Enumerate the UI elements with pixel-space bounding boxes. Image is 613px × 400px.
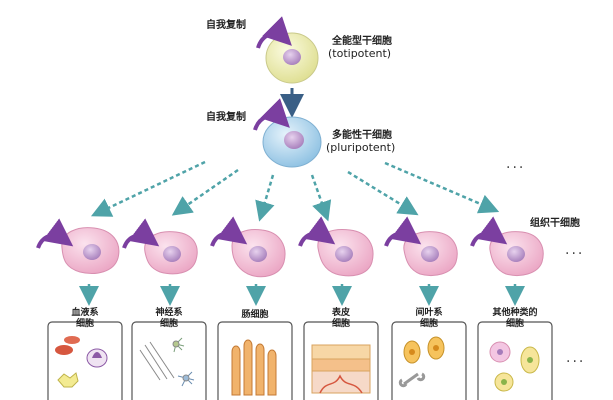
differentiation-arrows xyxy=(90,160,500,222)
pluripotent-label: 多能性干细胞 xyxy=(332,130,392,141)
pluripotent-en-label: (pluripotent) xyxy=(326,141,396,154)
branch-label-blood: 血液系 细胞 xyxy=(71,308,99,329)
other-cells-illustration xyxy=(489,341,540,392)
more-dots-top: ··· xyxy=(506,160,526,176)
tissue-cell-other xyxy=(470,216,544,276)
totipotent-label: 全能型干细胞 xyxy=(332,36,392,47)
self-renew-label-1: 自我复制 xyxy=(206,20,246,31)
down-small-arrows xyxy=(79,284,525,306)
tissue-cell-neural xyxy=(122,218,198,275)
pluripotent-cell xyxy=(262,116,322,168)
totipotent-cell xyxy=(265,32,319,84)
self-renew-label-2: 自我复制 xyxy=(206,112,246,123)
tissue-stem-label: 组织干细胞 xyxy=(530,218,580,229)
branch-label-mesenchymal: 间叶系 细胞 xyxy=(415,308,443,329)
more-dots-mid: ··· xyxy=(565,246,585,262)
nerve-cells-illustration xyxy=(139,337,195,387)
tissue-stem-cells xyxy=(36,216,544,278)
self-renew-curl-icon xyxy=(253,98,290,131)
totipotent-en-label: (totipotent) xyxy=(328,47,392,60)
branch-label-intestinal: 肠细胞 xyxy=(241,310,269,320)
tissue-cell-mesenchymal xyxy=(384,216,458,276)
branch-label-neural: 神经系 细胞 xyxy=(155,308,183,329)
blood-cells-illustration xyxy=(55,336,108,388)
tissue-cell-epidermal xyxy=(298,216,374,277)
more-dots-bottom: ··· xyxy=(566,354,586,370)
branch-label-epidermal: 表皮 细胞 xyxy=(331,308,350,329)
branch-label-other: 其他种类的 细胞 xyxy=(492,308,538,329)
self-renew-curl-icon xyxy=(256,16,292,49)
tissue-cell-intestinal xyxy=(210,216,286,278)
skin-layers-illustration xyxy=(311,344,371,394)
tissue-cell-blood xyxy=(36,218,120,274)
mesenchymal-illustration xyxy=(398,336,445,388)
bottom-panels xyxy=(47,321,553,400)
intestinal-villi-illustration xyxy=(231,339,277,396)
